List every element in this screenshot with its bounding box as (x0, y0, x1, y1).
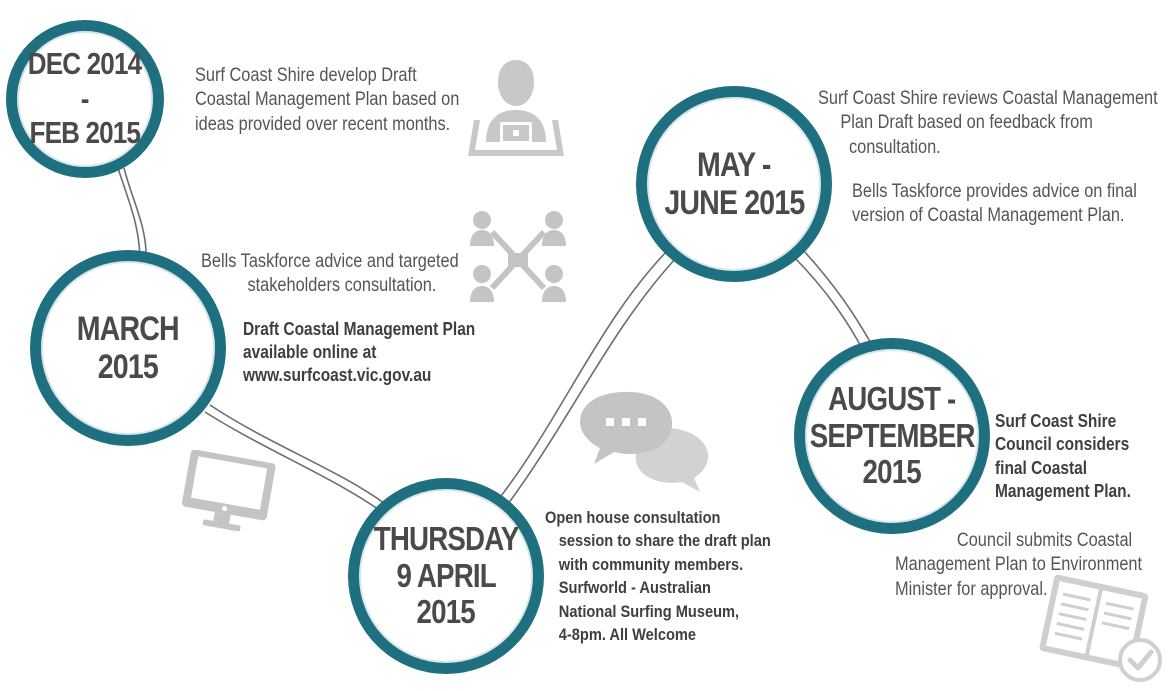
desc-dec-feb-line: Surf Coast Shire develop Draft (195, 65, 417, 86)
connector-march-april (209, 404, 389, 507)
milestone-dec-feb: DEC 2014 - FEB 2015 (6, 20, 164, 178)
desc-aug-council: Surf Coast Shire Council considers final… (995, 410, 1131, 504)
desc-dec-feb-line: ideas provided over recent months. (195, 113, 451, 135)
milestone-dec-feb-line-1: DEC 2014 (28, 45, 142, 81)
desc-march-advice-line: Bells Taskforce advice and targeted (201, 251, 459, 272)
milestone-dec-feb-line-2: - (81, 80, 90, 116)
milestone-april: THURSDAY 9 APRIL 2015 (348, 478, 544, 674)
desc-march-online-line: available online at (243, 342, 377, 363)
desc-april-line: Surfworld - Australian (558, 578, 711, 598)
milestone-march: MARCH 2015 (30, 250, 226, 446)
desc-april-line: session to share the draft plan (558, 531, 771, 551)
desc-march-advice: Bells Taskforce advice and targeted stak… (201, 250, 459, 299)
milestone-aug-sep: AUGUST - SEPTEMBER 2015 (794, 338, 990, 534)
desc-aug-council-line: Management Plan. (995, 481, 1131, 502)
desc-march-online: Draft Coastal Management Plan available … (243, 318, 475, 387)
milestone-april-line-1: THURSDAY (373, 519, 520, 557)
connector-april-may (507, 257, 677, 505)
milestone-april-line-2: 9 APRIL (396, 556, 496, 594)
desc-may-review-line: consultation. (848, 136, 941, 158)
desc-dec-feb: Surf Coast Shire develop Draft Coastal M… (195, 64, 459, 137)
desc-aug-submit-line: Council submits Coastal (956, 530, 1133, 551)
desc-aug-council-line: Surf Coast Shire (995, 411, 1117, 431)
desc-may-taskforce-line: Bells Taskforce provides advice on final (852, 181, 1137, 202)
network-people-icon (470, 211, 566, 302)
milestone-march-line-2: 2015 (97, 348, 159, 386)
desc-march-advice-line: stakeholders consultation. (247, 275, 437, 297)
connector-dec-march (123, 167, 147, 263)
milestone-march-line-1: MARCH (76, 309, 180, 348)
connector-dec-march (117, 167, 141, 263)
desc-march-online-line: Draft Coastal Management Plan (243, 319, 476, 339)
milestone-may-june: MAY - JUNE 2015 (636, 86, 832, 282)
milestone-aug-sep-line-3: 2015 (862, 453, 922, 491)
desc-aug-council-line: final Coastal (995, 457, 1088, 478)
document-check-icon (1039, 574, 1162, 682)
milestone-aug-sep-line-1: AUGUST - (828, 379, 956, 417)
desc-dec-feb-line: Coastal Management Plan based on (195, 89, 460, 111)
desc-march-online-line: www.surfcoast.vic.gov.au (243, 365, 432, 386)
desc-april-line: National Surfing Museum, (558, 601, 740, 621)
connector-april-may (497, 249, 669, 501)
desc-aug-submit-line: Management Plan to Environment (895, 554, 1143, 576)
desc-may-review: Surf Coast Shire reviews Coastal Managem… (818, 87, 1158, 160)
desc-aug-submit: Council submits Coastal Management Plan … (895, 529, 1142, 602)
milestone-may-june-line-2: JUNE 2015 (663, 184, 805, 222)
connector-may-aug (794, 257, 865, 353)
person-at-laptop-icon (468, 60, 564, 156)
milestone-april-line-3: 2015 (416, 593, 476, 631)
desc-april-line: Open house consultation (545, 508, 721, 527)
connector-may-aug (802, 249, 873, 346)
desc-aug-council-line: Council considers (995, 434, 1130, 455)
milestone-may-june-line-1: MAY - (697, 145, 771, 184)
desc-may-review-line: Surf Coast Shire reviews Coastal Managem… (818, 88, 1158, 109)
speech-bubbles-icon (580, 391, 709, 492)
desc-may-taskforce-line: version of Coastal Management Plan. (852, 205, 1125, 227)
desc-may-taskforce: Bells Taskforce provides advice on final… (852, 180, 1137, 229)
milestone-dec-feb-line-3: FEB 2015 (29, 115, 141, 151)
milestone-aug-sep-line-2: SEPTEMBER (809, 416, 976, 454)
desc-aug-submit-line: Minister for approval. (895, 578, 1048, 600)
desc-april-line: with community members. (558, 554, 744, 574)
connector-march-april (204, 411, 383, 513)
desc-april-line: 4-8pm. All Welcome (558, 625, 697, 645)
desc-april: Open house consultation session to share… (545, 506, 771, 647)
computer-monitor-icon (182, 450, 276, 532)
desc-may-review-line: Plan Draft based on feedback from (840, 112, 1093, 134)
